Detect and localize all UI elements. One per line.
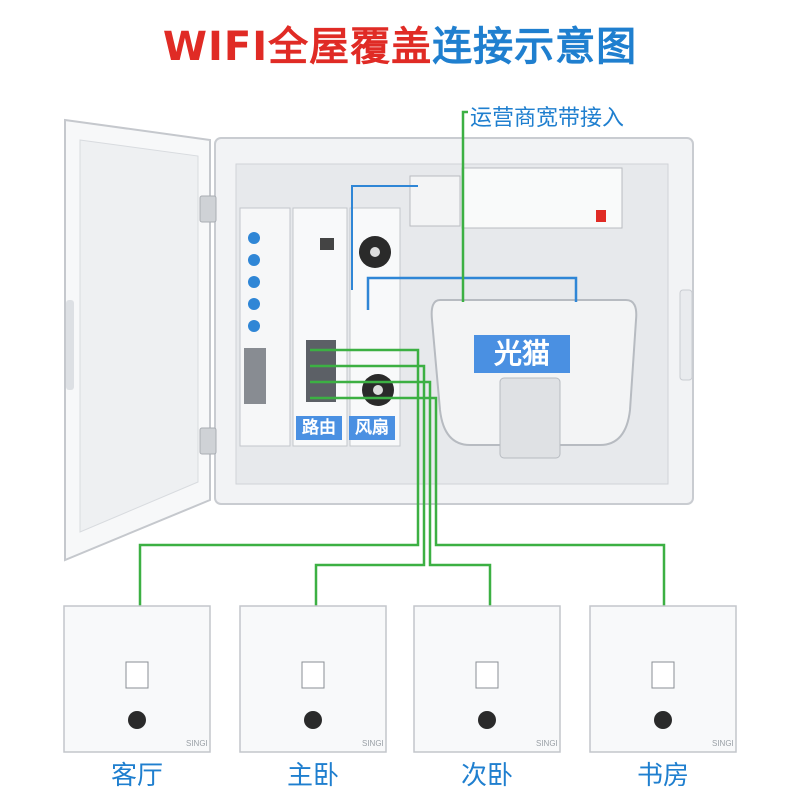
modem-label: 光猫	[474, 335, 570, 373]
tv-port-4	[248, 298, 260, 310]
wire-room-2	[310, 364, 426, 610]
modem-stand	[499, 377, 561, 459]
door-grille	[79, 139, 199, 533]
room-label-second: 次卧	[460, 761, 513, 791]
wall-panel-2	[239, 605, 387, 753]
panel-brand-1: SINGI	[186, 739, 208, 748]
panel-brand-4: SINGI	[712, 739, 734, 748]
panel-brand-2: SINGI	[362, 739, 384, 748]
isp-line	[461, 110, 468, 302]
hinge-top	[199, 195, 217, 223]
fan-label: 风扇	[349, 416, 395, 440]
room-label-living: 客厅	[110, 761, 163, 791]
tv-port-3	[248, 276, 260, 288]
router-wan-port	[320, 238, 334, 250]
tv-port-5	[248, 320, 260, 332]
wire-room-4	[310, 396, 666, 610]
enclosure-side-tab	[679, 289, 693, 381]
wall-panel-4	[589, 605, 737, 753]
panel-brand-3: SINGI	[536, 739, 558, 748]
door-handle	[66, 300, 74, 390]
wire-room-3	[310, 380, 492, 610]
tv-port-2	[248, 254, 260, 266]
room-label-master: 主卧	[286, 761, 339, 791]
tv-phone-module	[239, 207, 291, 447]
page-title: WIFI全屋覆盖连接示意图	[0, 14, 800, 72]
title-blue-part: 连接示意图	[432, 24, 638, 70]
wall-panel-3	[413, 605, 561, 753]
power-socket-block	[409, 175, 461, 227]
tv-port-1	[248, 232, 260, 244]
title-red-part: WIFI全屋覆盖	[162, 24, 433, 70]
wall-panel-1	[63, 605, 211, 753]
isp-label: 运营商宽带接入	[470, 106, 625, 131]
router-label: 路由	[296, 416, 342, 440]
phone-ports	[244, 348, 266, 404]
power-strip	[461, 167, 623, 229]
blue-cable	[366, 276, 578, 310]
power-switch	[596, 210, 606, 222]
wire-room-1	[138, 348, 420, 610]
room-label-study: 书房	[636, 761, 689, 791]
hinge-bottom	[199, 427, 217, 455]
